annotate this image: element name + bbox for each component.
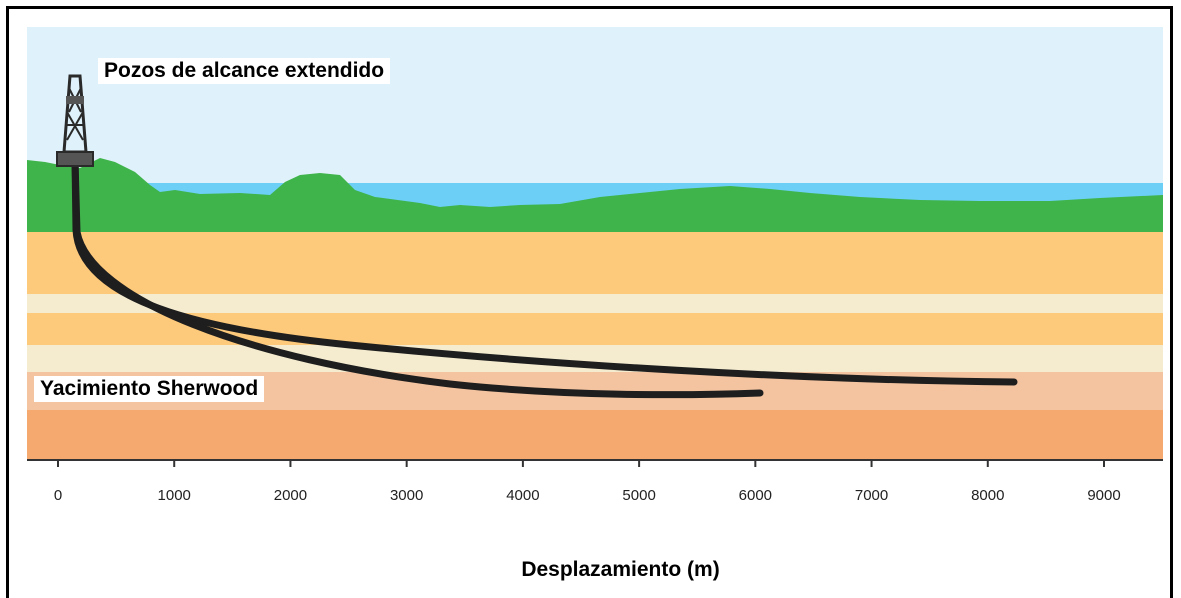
layer-1 bbox=[27, 232, 1163, 294]
drilling-rig-icon bbox=[56, 74, 94, 167]
x-tick-label: 1000 bbox=[158, 487, 191, 504]
x-tick-label: 9000 bbox=[1087, 487, 1120, 504]
x-tick-label: 6000 bbox=[739, 487, 772, 504]
layer-2 bbox=[27, 294, 1163, 313]
well-path-short bbox=[71, 156, 764, 399]
x-tick-label: 0 bbox=[54, 487, 62, 504]
sky bbox=[27, 27, 1163, 187]
x-tick-label: 4000 bbox=[506, 487, 539, 504]
land-surface bbox=[27, 158, 1163, 232]
x-tick-label: 5000 bbox=[622, 487, 655, 504]
reservoir-label: Yacimiento Sherwood bbox=[34, 376, 265, 402]
deep-layer bbox=[27, 410, 1163, 460]
x-tick-label: 2000 bbox=[274, 487, 307, 504]
x-axis-ticks: 0 1000 2000 3000 4000 5000 6000 7000 8000 9000 bbox=[54, 460, 1121, 504]
x-tick-label: 7000 bbox=[855, 487, 888, 504]
layer-3 bbox=[27, 313, 1163, 345]
x-tick-label: 8000 bbox=[971, 487, 1004, 504]
x-tick-label: 3000 bbox=[390, 487, 423, 504]
diagram-title: Pozos de alcance extendido bbox=[98, 58, 391, 84]
x-axis-title: Desplazamiento (m) bbox=[521, 558, 720, 581]
